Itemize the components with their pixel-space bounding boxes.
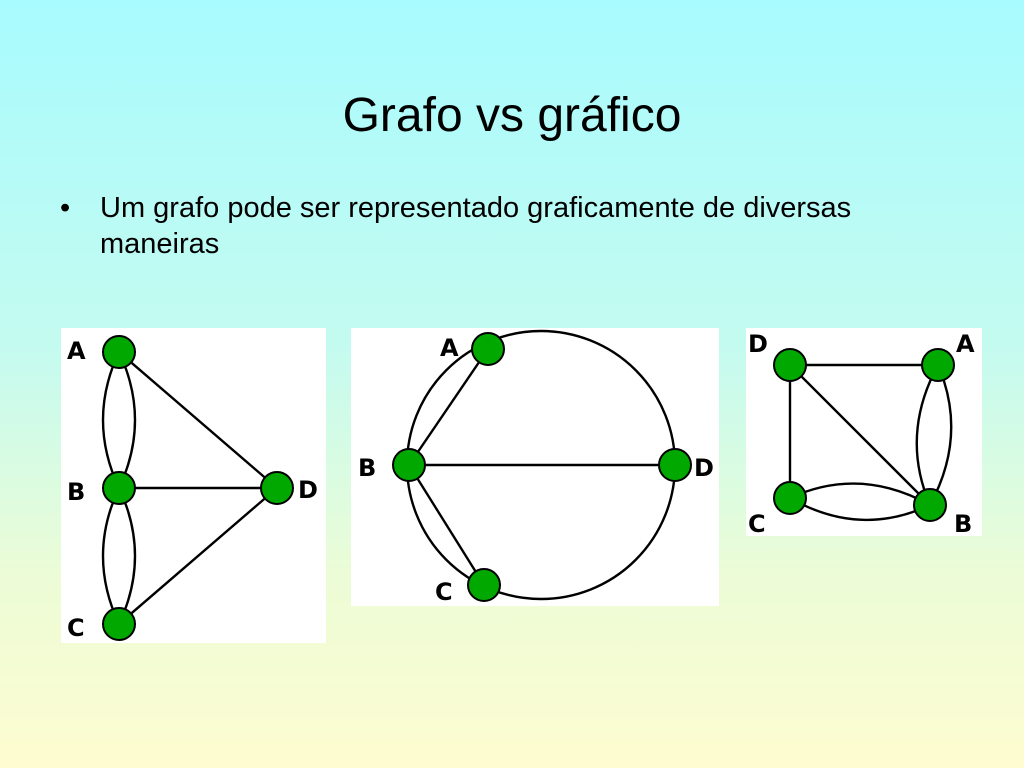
node-d [260, 471, 294, 505]
node-c [102, 607, 136, 641]
edge-b-c-left [101, 487, 121, 625]
graph-panel-1: A B C D [61, 328, 326, 643]
node-label-b: B [358, 454, 376, 482]
node-c [467, 568, 501, 602]
edge-c-b-bottom [789, 496, 931, 522]
node-label-b: B [954, 510, 972, 536]
edge-c-d [118, 487, 278, 625]
node-label-d: D [694, 454, 714, 482]
graph-3: D A C B [748, 330, 975, 536]
edge-a-b-left [101, 351, 121, 489]
edge-a-b-right [117, 351, 137, 489]
edge-a-d [118, 351, 278, 489]
node-label-c: C [67, 614, 85, 642]
graph-panel-3: D A C B [746, 328, 982, 536]
node-label-a: A [440, 334, 459, 362]
edge-b-c-right [117, 487, 137, 625]
edge-a-b-right [928, 364, 953, 506]
node-a [471, 332, 505, 366]
node-b [913, 488, 947, 522]
node-label-d: D [298, 476, 318, 504]
edge-d-b [789, 364, 931, 506]
node-a [921, 348, 955, 382]
node-label-d: D [748, 330, 768, 358]
edge-b-c-chord [407, 464, 486, 586]
bullet-list: • Um grafo pode ser representado grafica… [58, 190, 918, 262]
node-label-c: C [435, 578, 453, 606]
node-a [102, 335, 136, 369]
node-c [773, 481, 807, 515]
node-label-a: A [956, 330, 975, 358]
node-label-b: B [67, 478, 85, 506]
node-label-c: C [748, 510, 766, 536]
node-b [392, 448, 426, 482]
bullet-text: Um grafo pode ser representado graficame… [100, 192, 852, 260]
node-label-a: A [67, 337, 86, 365]
node-d [773, 348, 807, 382]
node-d [658, 448, 692, 482]
edge-c-b-top [789, 482, 931, 507]
graph-2: A B C D [358, 329, 714, 606]
edge-a-b-left [915, 364, 940, 506]
edge-a-b-chord [408, 348, 489, 466]
node-b [102, 471, 136, 505]
slide-title: Grafo vs gráfico [342, 89, 682, 142]
graph-panel-2: A B C D [351, 328, 719, 606]
bullet-dot: • [60, 192, 71, 224]
bullet-item: • Um grafo pode ser representado grafica… [58, 190, 918, 262]
graph-1: A B C D [67, 335, 318, 642]
